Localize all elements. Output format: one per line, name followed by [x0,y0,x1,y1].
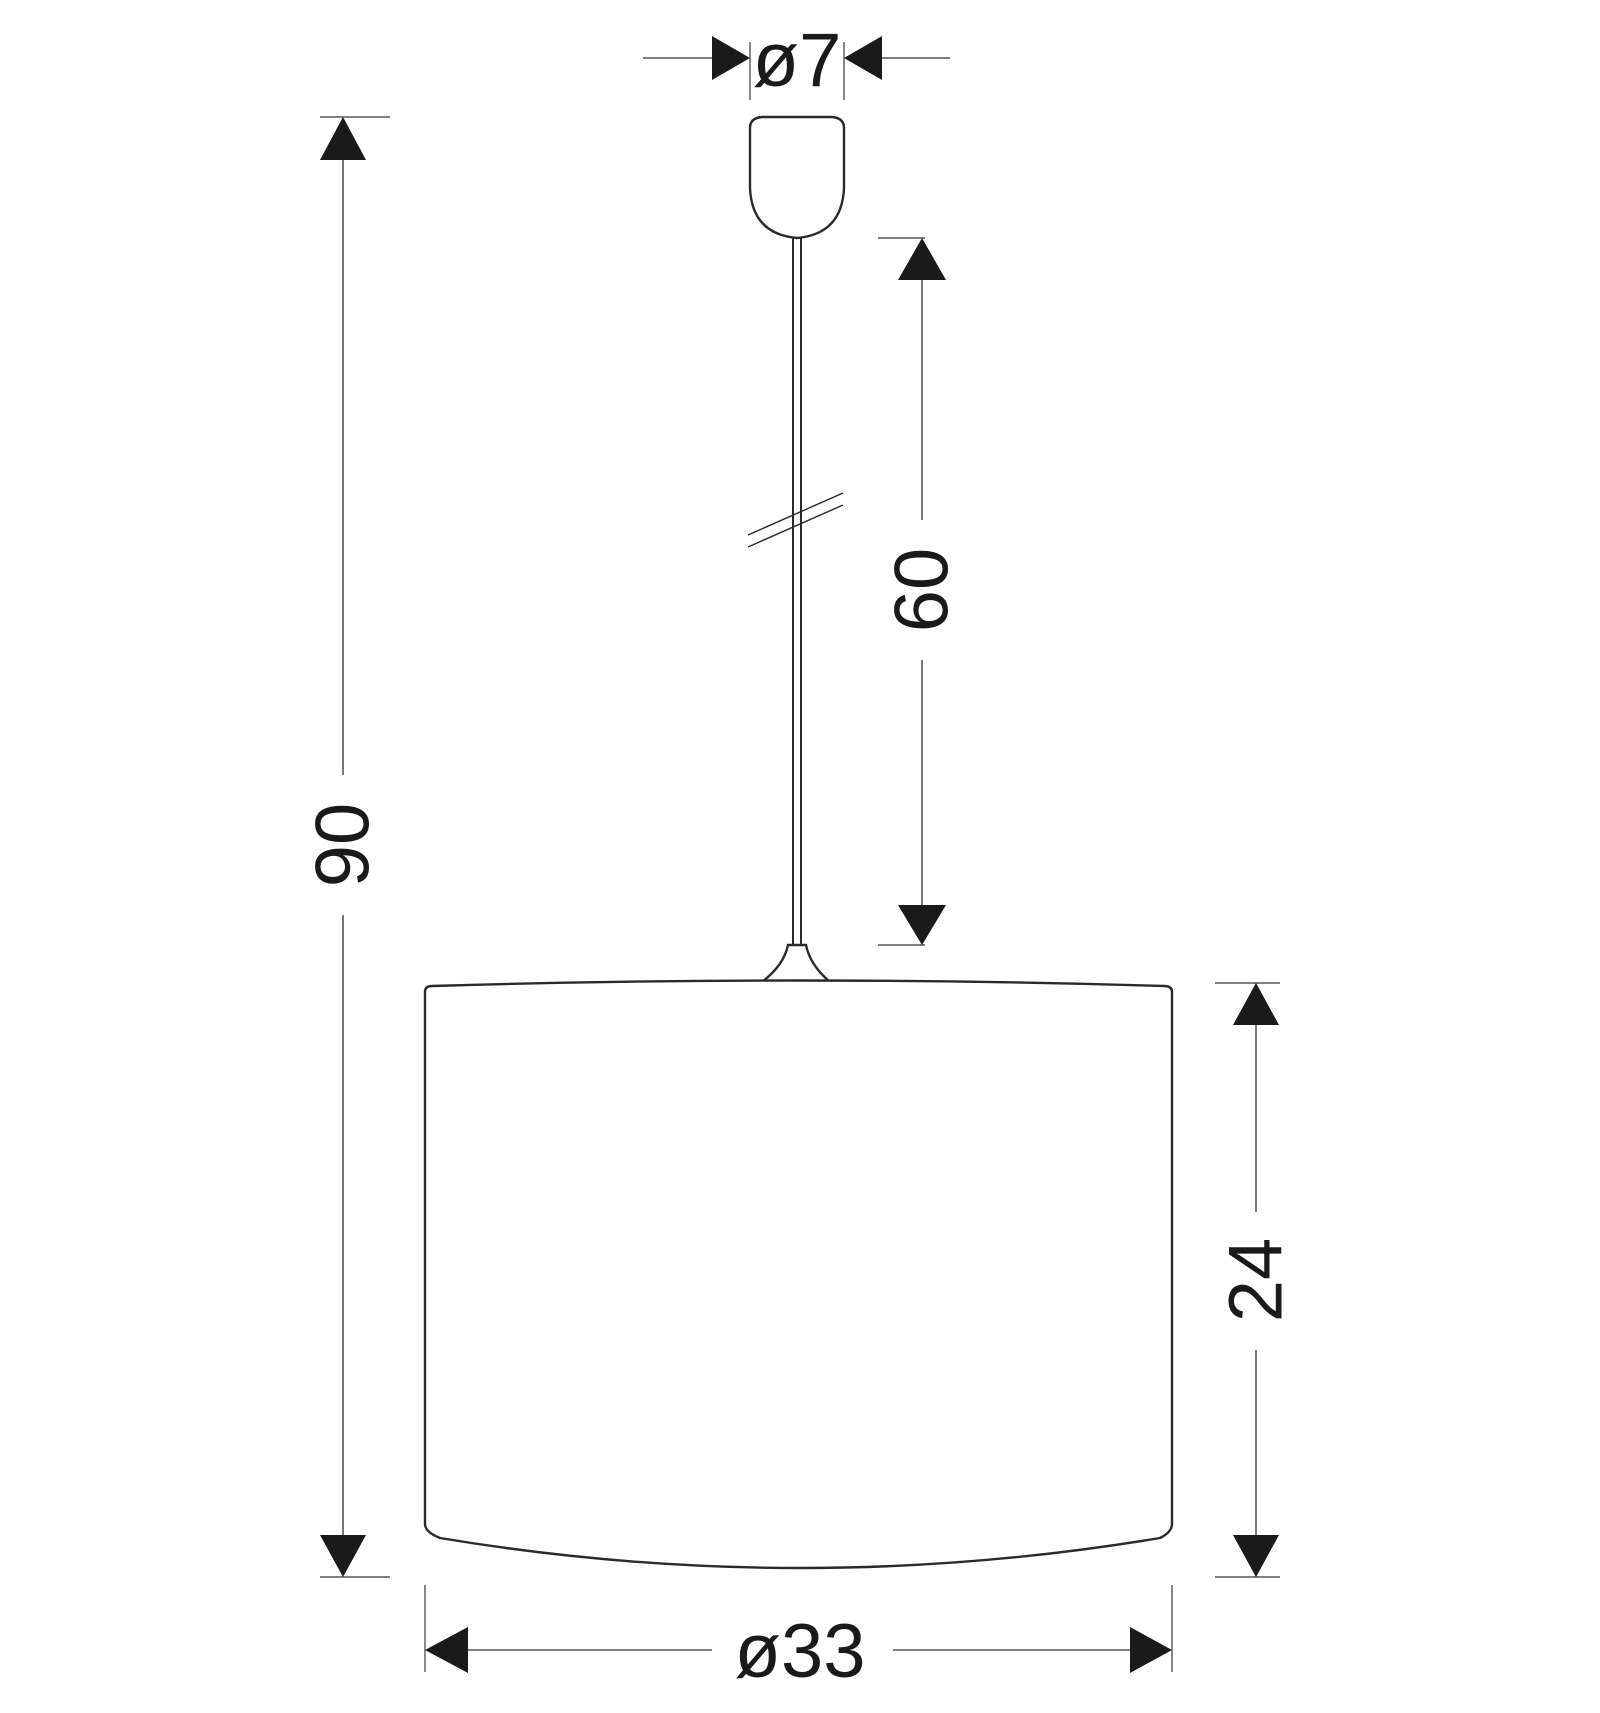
total-height-label: 90 [301,803,386,888]
lamp-shade [423,979,1174,1570]
arrow-up-icon [1233,983,1279,1025]
arrow-left-icon [844,36,882,80]
dimension-shade-height: 24 [1214,982,1299,1578]
arrow-down-icon [1233,1535,1279,1577]
cable-break-mark-2 [747,504,844,548]
dimension-shade-diameter: ø33 [424,1585,1173,1694]
cable-length-label: 60 [880,548,965,633]
shade-cable-holder [758,943,834,984]
cable-break-mark [747,492,844,536]
dimension-total-height: 90 [301,116,390,1578]
shade-height-label: 24 [1214,1238,1299,1323]
arrow-up-icon [320,117,366,160]
ceiling-canopy [748,115,846,240]
arrow-down-icon [898,905,946,945]
canopy-diameter-label: ø7 [753,18,842,103]
arrow-right-icon [712,36,750,80]
dimension-cable-length: 60 [878,237,965,946]
arrow-down-icon [320,1535,366,1577]
pendant-lamp [423,115,1174,1570]
dimension-canopy-diameter: ø7 [643,18,950,103]
arrow-up-icon [898,238,946,280]
shade-diameter-label: ø33 [735,1609,866,1694]
arrow-left-icon [425,1627,468,1673]
arrow-right-icon [1130,1627,1172,1673]
